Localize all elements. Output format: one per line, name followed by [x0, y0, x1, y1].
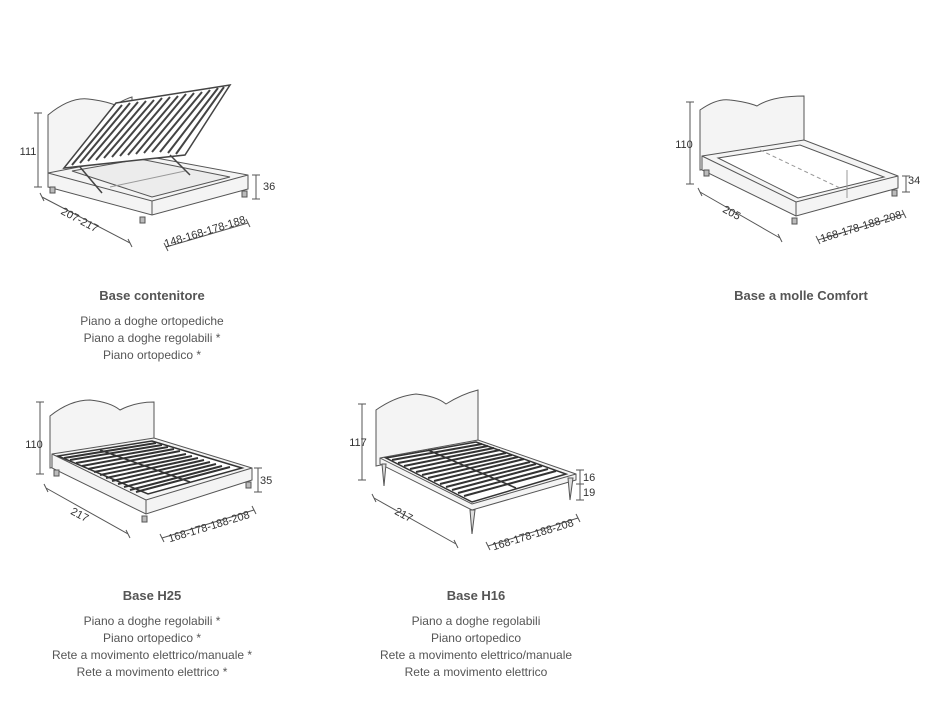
bed-drawing-base-h16: 117 217 168-178-188-208 16 19 — [349, 389, 595, 552]
bed-option: Piano ortopedico * — [102, 348, 202, 362]
dim-depth: 205 — [720, 204, 742, 223]
dim-base-height: 34 — [908, 175, 920, 187]
bed-options-list: Piano a doghe regolabili * Piano ortoped… — [32, 613, 272, 681]
bed-option: Piano ortopedico * — [102, 631, 202, 645]
dim-frame-height: 16 — [583, 472, 595, 484]
dim-height: 117 — [349, 437, 367, 449]
bed-card-base-h25: Base H25 Piano a doghe regolabili * Pian… — [32, 588, 272, 681]
dim-width: 168-178-188-208 — [491, 517, 575, 552]
bed-card-base-a-molle-comfort: Base a molle Comfort — [681, 288, 921, 313]
bed-options-list: Piano a doghe regolabili Piano ortopedic… — [356, 613, 596, 681]
dim-depth: 207-217 — [59, 206, 100, 236]
bed-title: Base H16 — [446, 588, 506, 603]
dim-width: 168-178-188-208 — [167, 509, 251, 545]
bed-option: Piano ortopedico — [430, 631, 522, 645]
dim-height: 111 — [20, 146, 36, 158]
dim-height: 110 — [675, 139, 693, 151]
bed-title: Base contenitore — [99, 288, 205, 303]
bed-option: Piano a doghe ortopediche — [80, 314, 224, 328]
bed-option: Piano a doghe regolabili * — [83, 614, 221, 628]
bed-option: Piano a doghe regolabili — [411, 614, 541, 628]
bed-option: Piano a doghe regolabili * — [83, 331, 221, 345]
bed-card-base-contenitore: Base contenitore Piano a doghe ortopedic… — [32, 288, 272, 364]
bed-drawing-base-a-molle-comfort: 110 205 168-178-188-208 34 — [675, 95, 920, 245]
bed-title: Base H25 — [122, 588, 182, 603]
dim-depth: 217 — [392, 506, 414, 525]
bed-drawing-base-h25: 110 217 168-178-188-208 35 — [25, 399, 272, 545]
dim-width: 148-168-178-188 — [163, 214, 247, 250]
dim-height: 110 — [25, 439, 43, 451]
bed-option: Rete a movimento elettrico/manuale * — [51, 648, 253, 662]
bed-option: Rete a movimento elettrico/manuale — [379, 648, 573, 662]
dim-leg-height: 19 — [583, 487, 595, 499]
bed-drawing-base-contenitore: 111 207-217 148-168-178-188 36 — [20, 83, 275, 252]
dim-depth: 217 — [68, 506, 90, 525]
dim-width: 168-178-188-208 — [819, 209, 903, 245]
dim-base-height: 36 — [263, 181, 275, 193]
bed-options-list: Piano a doghe ortopediche Piano a doghe … — [32, 313, 272, 364]
bed-title: Base a molle Comfort — [734, 288, 868, 303]
dim-base-height: 35 — [260, 475, 272, 487]
bed-card-base-h16: Base H16 Piano a doghe regolabili Piano … — [356, 588, 596, 681]
bed-option: Rete a movimento elettrico * — [76, 665, 228, 679]
bed-option: Rete a movimento elettrico — [404, 665, 548, 679]
